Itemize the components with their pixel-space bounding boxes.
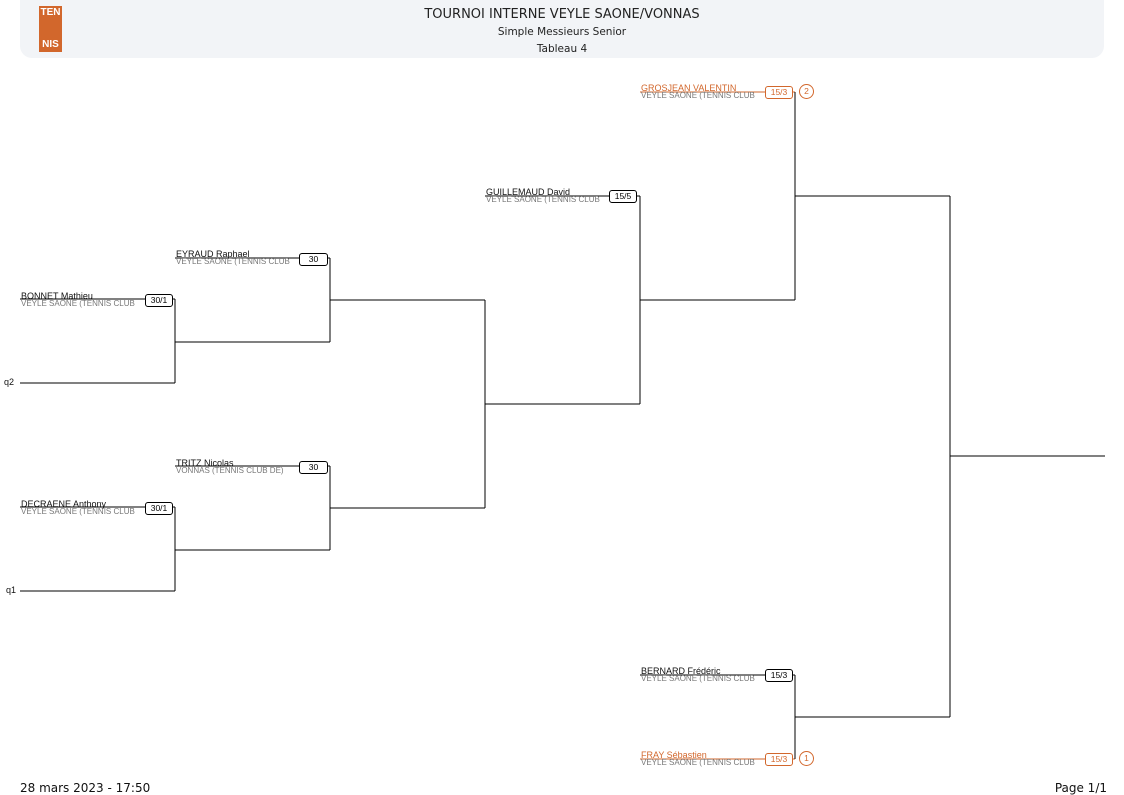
player-club: VEYLE SAONE (TENNIS CLUB: [21, 299, 135, 308]
player-club: VEYLE SAONE (TENNIS CLUB: [176, 257, 290, 266]
player-name: GROSJEAN VALENTIN: [641, 83, 737, 93]
player-name: GUILLEMAUD David: [486, 187, 571, 197]
player-name: TRITZ Nicolas: [176, 458, 234, 468]
ranking-badge: 30: [299, 253, 328, 266]
draw-name: Tableau 4: [536, 43, 588, 55]
page-number: Page 1/1: [1054, 781, 1107, 795]
player-club: VEYLE SAONE (TENNIS CLUB: [486, 195, 600, 204]
header: TEN NIS TOURNOI INTERNE VEYLE SAONE/VONN…: [20, 0, 1104, 58]
ranking-badge: 15/3: [765, 669, 793, 682]
logo-top-text: TEN: [40, 7, 61, 18]
player-club: VEYLE SAONE (TENNIS CLUB: [641, 758, 755, 767]
print-date: 28 mars 2023 - 17:50: [20, 781, 151, 795]
event-subtitle: Simple Messieurs Senior: [497, 26, 627, 38]
seed-badge: 2: [799, 84, 814, 99]
player-club: VEYLE SAONE (TENNIS CLUB: [21, 507, 135, 516]
ranking-badge: 15/3: [765, 86, 793, 99]
logo-bottom-text: NIS: [42, 39, 59, 50]
player-name: DECRAENE Anthony: [21, 499, 107, 509]
ranking-badge: 15/3: [765, 753, 793, 766]
seed-badge: 1: [799, 751, 814, 766]
player-club: VEYLE SAONE (TENNIS CLUB: [641, 91, 755, 100]
tennis-logo: TEN NIS: [39, 6, 62, 52]
player-club: VONNAS (TENNIS CLUB DE): [176, 466, 284, 475]
ranking-badge: 30: [299, 461, 328, 474]
player-name: BONNET Mathieu: [21, 291, 93, 301]
player-club: VEYLE SAONE (TENNIS CLUB: [641, 674, 755, 683]
ranking-badge: 30/1: [145, 294, 173, 307]
ranking-badge: 15/5: [609, 190, 637, 203]
player-name: EYRAUD Raphael: [176, 249, 250, 259]
qualifier-label: q2: [4, 377, 15, 387]
qualifier-label: q1: [6, 585, 17, 595]
player-name: FRAY Sébastien: [641, 750, 707, 760]
player-name: BERNARD Frédéric: [641, 666, 721, 676]
tournament-title: TOURNOI INTERNE VEYLE SAONE/VONNAS: [424, 7, 700, 22]
ranking-badge: 30/1: [145, 502, 173, 515]
